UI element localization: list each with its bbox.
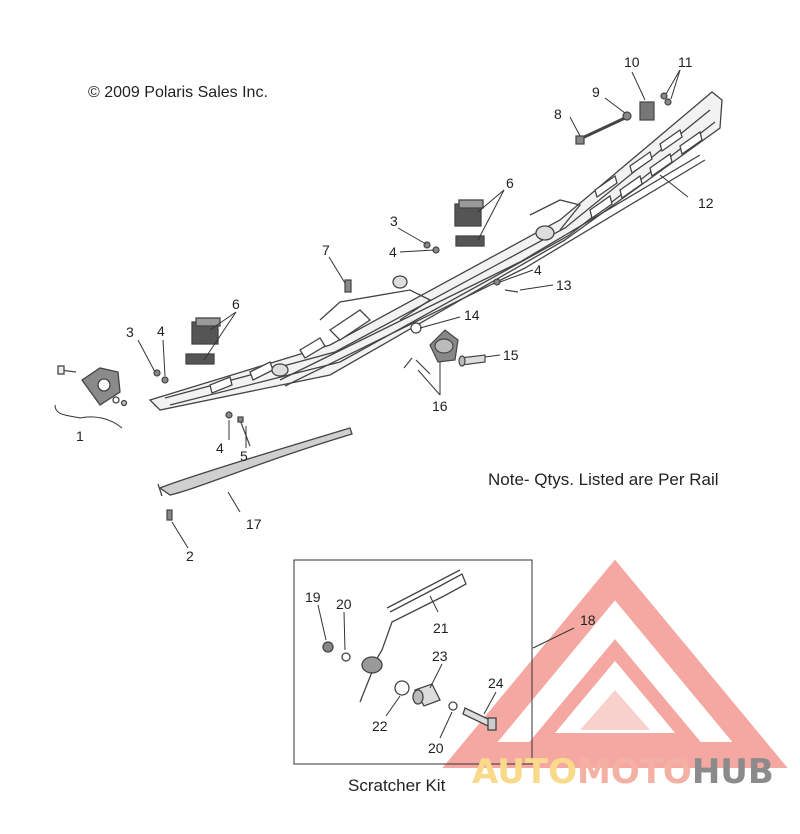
callout-4: 4 xyxy=(216,440,224,456)
slider-block-set xyxy=(185,199,485,365)
watermark-hub: HUB xyxy=(691,752,774,792)
callout-20: 20 xyxy=(428,740,444,756)
wear-strip xyxy=(157,427,353,497)
callout-12: 12 xyxy=(698,195,714,211)
callout-16: 16 xyxy=(432,398,448,414)
copyright-text: © 2009 Polaris Sales Inc. xyxy=(88,84,268,101)
callout-4: 4 xyxy=(389,244,397,260)
callout-15: 15 xyxy=(503,347,519,363)
scratcher-kit-caption: Scratcher Kit xyxy=(348,776,446,795)
slide-rail xyxy=(148,91,723,411)
callout-18: 18 xyxy=(580,612,596,628)
scratcher-kit-box xyxy=(293,559,533,765)
callout-19: 19 xyxy=(305,589,321,605)
callout-4: 4 xyxy=(157,323,165,339)
callout-13: 13 xyxy=(556,277,572,293)
callout-2: 2 xyxy=(186,548,194,564)
hardware xyxy=(153,92,672,521)
callout-9: 9 xyxy=(592,84,600,100)
callout-3: 3 xyxy=(126,324,134,340)
watermark-text: AUTOMOTOHUB xyxy=(472,752,774,792)
callout-3: 3 xyxy=(390,213,398,229)
note-text: Note- Qtys. Listed are Per Rail xyxy=(488,470,719,489)
callout-5: 5 xyxy=(240,448,248,464)
callout-23: 23 xyxy=(432,648,448,664)
leader-lines xyxy=(54,69,689,649)
watermark-moto: MOTO xyxy=(576,752,692,792)
callout-4: 4 xyxy=(534,262,542,278)
watermark-auto: AUTO xyxy=(472,752,577,792)
callout-10: 10 xyxy=(624,54,640,70)
callout-20: 20 xyxy=(336,596,352,612)
callout-21: 21 xyxy=(433,620,449,636)
callout-24: 24 xyxy=(488,675,504,691)
callout-7: 7 xyxy=(322,242,330,258)
callout-6: 6 xyxy=(506,175,514,191)
watermark-logo-icon xyxy=(442,559,788,768)
callout-6: 6 xyxy=(232,296,240,312)
rail-tip xyxy=(57,365,128,407)
callout-22: 22 xyxy=(372,718,388,734)
callout-14: 14 xyxy=(464,307,480,323)
callout-8: 8 xyxy=(554,106,562,122)
callout-17: 17 xyxy=(246,516,262,532)
callout-1: 1 xyxy=(76,428,84,444)
callout-11: 11 xyxy=(678,54,693,70)
